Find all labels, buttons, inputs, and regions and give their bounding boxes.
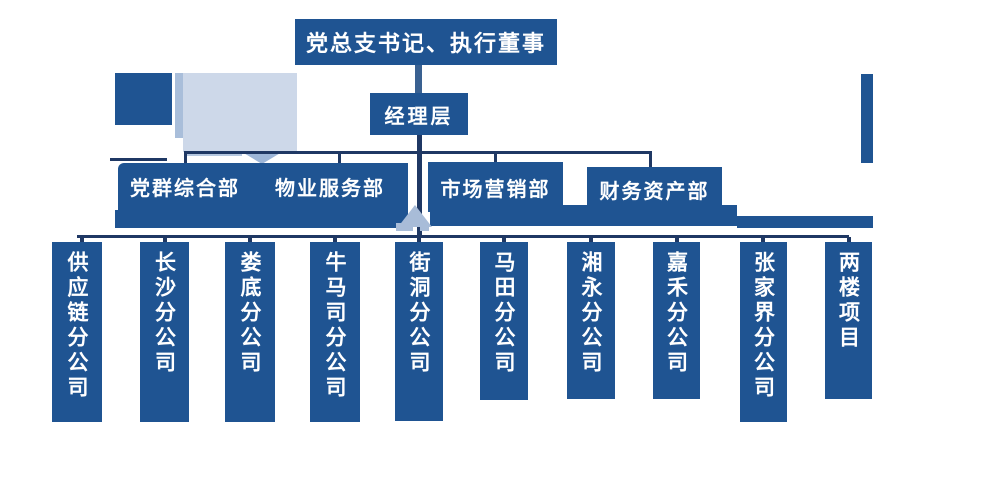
branch-box-loudi: 娄底分公司 — [225, 242, 275, 422]
connector-drop-dept2 — [338, 153, 341, 163]
org-manager-box: 经理层 — [370, 93, 468, 135]
connector-drop-dept1 — [184, 151, 187, 163]
connector-short-left — [110, 158, 167, 161]
connector-tick-branch3 — [248, 237, 252, 245]
branch-box-supply-chain: 供应链分公司 — [52, 242, 102, 422]
connector-center-vertical — [417, 135, 422, 238]
dept-box-property-service: 物业服务部 — [252, 163, 408, 210]
branch-box-zhangjiajie: 张家界分公司 — [740, 242, 787, 422]
arrow-up-base-left — [396, 223, 413, 231]
org-root-box: 党总支书记、执行董事 — [295, 19, 557, 65]
connector-tick-branch10 — [847, 237, 851, 245]
connector-title-stub — [415, 63, 422, 94]
connector-drop-dept4 — [649, 153, 652, 167]
decor-dark-square — [115, 73, 172, 125]
connector-tick-branch7 — [589, 237, 593, 245]
decor-light-rect — [183, 73, 297, 152]
connector-branch-rail — [77, 235, 849, 238]
branch-box-jiahe: 嘉禾分公司 — [653, 242, 700, 399]
connector-tick-branch9 — [761, 237, 765, 245]
decor-underbar-right-extension — [737, 216, 873, 228]
branch-box-xiangyong: 湘永分公司 — [567, 242, 615, 399]
connector-tick-branch2 — [163, 237, 167, 245]
branch-box-niumasi: 牛马司分公司 — [310, 242, 360, 422]
dept-box-party-masses: 党群综合部 — [118, 163, 252, 210]
arrow-up-base-right — [420, 223, 429, 231]
branch-box-changsha: 长沙分公司 — [140, 242, 189, 422]
connector-tick-branch5 — [417, 237, 421, 245]
arrow-up-icon — [398, 205, 432, 227]
connector-tick-branch6 — [502, 237, 506, 245]
connector-tick-branch4 — [333, 237, 337, 245]
chevron-down-icon — [242, 152, 282, 164]
decor-right-vertical-bar — [861, 74, 873, 163]
branch-box-two-buildings-project: 两楼项目 — [825, 242, 872, 399]
dept-box-marketing: 市场营销部 — [428, 162, 563, 212]
branch-box-matian: 马田分公司 — [480, 242, 528, 400]
dept-box-finance-assets: 财务资产部 — [587, 167, 722, 212]
connector-drop-dept3 — [494, 153, 497, 162]
decor-light-band — [186, 152, 242, 156]
connector-tick-branch1 — [80, 237, 84, 245]
connector-tick-branch8 — [675, 237, 679, 245]
decor-light-strip — [175, 73, 183, 138]
branch-box-jiedong: 街洞分公司 — [395, 242, 443, 421]
decor-underbar-left — [115, 210, 408, 228]
